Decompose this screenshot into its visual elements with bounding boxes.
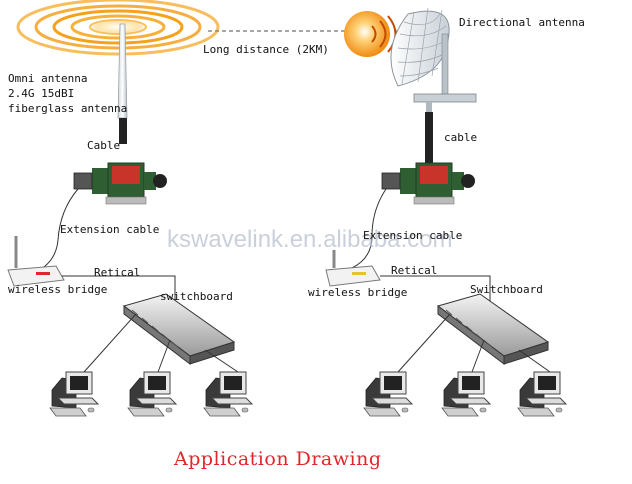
long-distance-label: Long distance (2KM) [203, 43, 329, 56]
extension-cable [35, 188, 387, 273]
computer-icon [203, 371, 254, 417]
retical-cable [62, 275, 491, 302]
network-switch-icon [436, 293, 550, 366]
cable-label-right: cable [444, 131, 478, 144]
omni-material-label: fiberglass antenna [8, 102, 128, 115]
surge-protector-icon [73, 162, 167, 205]
computers-group [49, 371, 568, 417]
computer-icon [127, 371, 178, 417]
retical-label-left: Retical [94, 266, 141, 279]
diagram-title: Application Drawing [174, 448, 382, 470]
watermark: kswavelink.en.alibaba.com [167, 226, 453, 253]
computer-icon [441, 371, 492, 417]
retical-label-right: Retical [391, 264, 438, 277]
omni-antenna-label: Omni antenna [8, 72, 88, 85]
lan-cable [83, 313, 551, 373]
wireless-bridge-icon [325, 250, 381, 287]
extension-cable-label-left: Extension cable [60, 223, 160, 236]
computer-icon [49, 371, 100, 417]
network-switch-icon [122, 293, 236, 366]
surge-protector-icon [381, 162, 475, 205]
directional-antenna-label: Directional antenna [459, 16, 585, 29]
directional-antenna-icon [390, 7, 477, 167]
cable-label-left: Cable [87, 139, 121, 152]
wireless-bridge-label-left: wireless bridge [8, 283, 108, 296]
extension-cable-label-right: Extension cable [363, 229, 463, 242]
wireless-bridge-icon [7, 236, 65, 287]
omni-antenna-icon [117, 23, 128, 144]
computer-icon [363, 371, 414, 417]
wireless-bridge-label-right: wireless bridge [308, 286, 408, 299]
switchboard-label-right: Switchboard [470, 283, 543, 296]
omni-spec-label: 2.4G 15dBI [8, 87, 75, 100]
signal-waves-icon [16, 0, 220, 56]
switchboard-label-left: switchboard [160, 290, 233, 303]
computer-icon [517, 371, 568, 417]
